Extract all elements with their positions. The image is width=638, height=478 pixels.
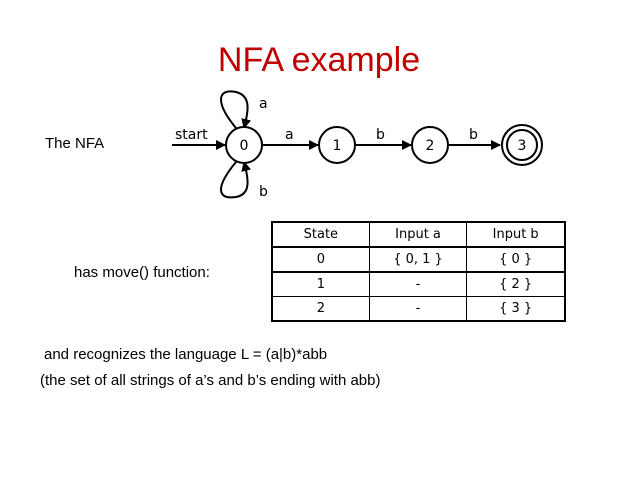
table-header-row: State Input a Input b bbox=[271, 221, 566, 248]
cell-input-b: { 3 } bbox=[466, 296, 566, 322]
table-row: 1 - { 2 } bbox=[271, 271, 566, 297]
cell-input-a: - bbox=[368, 271, 468, 297]
language-description: and recognizes the language L = (a|b)*ab… bbox=[44, 346, 328, 363]
table-row: 2 - { 3 } bbox=[271, 296, 566, 322]
state-2-label: 2 bbox=[426, 138, 435, 154]
cell-state: 0 bbox=[271, 246, 370, 273]
self-loop-b-label: b bbox=[259, 184, 268, 200]
header-input-b: Input b bbox=[466, 221, 566, 248]
cell-state: 2 bbox=[271, 296, 370, 322]
state-1-label: 1 bbox=[333, 138, 342, 154]
header-state: State bbox=[271, 221, 370, 248]
self-loop-a-label: a bbox=[259, 96, 268, 112]
state-3 bbox=[506, 129, 538, 161]
nfa-label: The NFA bbox=[45, 135, 105, 152]
state-0-label: 0 bbox=[240, 138, 249, 154]
cell-input-b: { 2 } bbox=[466, 271, 566, 297]
move-table: State Input a Input b 0 { 0, 1 } { 0 } 1… bbox=[271, 221, 566, 322]
cell-input-b: { 0 } bbox=[466, 246, 566, 273]
set-description: (the set of all strings of a’s and b’s e… bbox=[40, 372, 381, 389]
edge-2-3-label: b bbox=[469, 127, 478, 143]
edge-0-1-label: a bbox=[285, 127, 294, 143]
self-loop-b bbox=[220, 161, 252, 199]
state-3-label: 3 bbox=[518, 138, 527, 154]
self-loop-a bbox=[220, 90, 252, 129]
cell-state: 1 bbox=[271, 271, 370, 297]
edge-1-2-label: b bbox=[376, 127, 385, 143]
start-label: start bbox=[175, 127, 208, 143]
cell-input-a: { 0, 1 } bbox=[368, 246, 468, 273]
page-title: NFA example bbox=[217, 41, 421, 79]
header-input-a: Input a bbox=[368, 221, 468, 248]
cell-input-a: - bbox=[368, 296, 468, 322]
move-function-label: has move() function: bbox=[74, 264, 210, 281]
table-row: 0 { 0, 1 } { 0 } bbox=[271, 246, 566, 273]
